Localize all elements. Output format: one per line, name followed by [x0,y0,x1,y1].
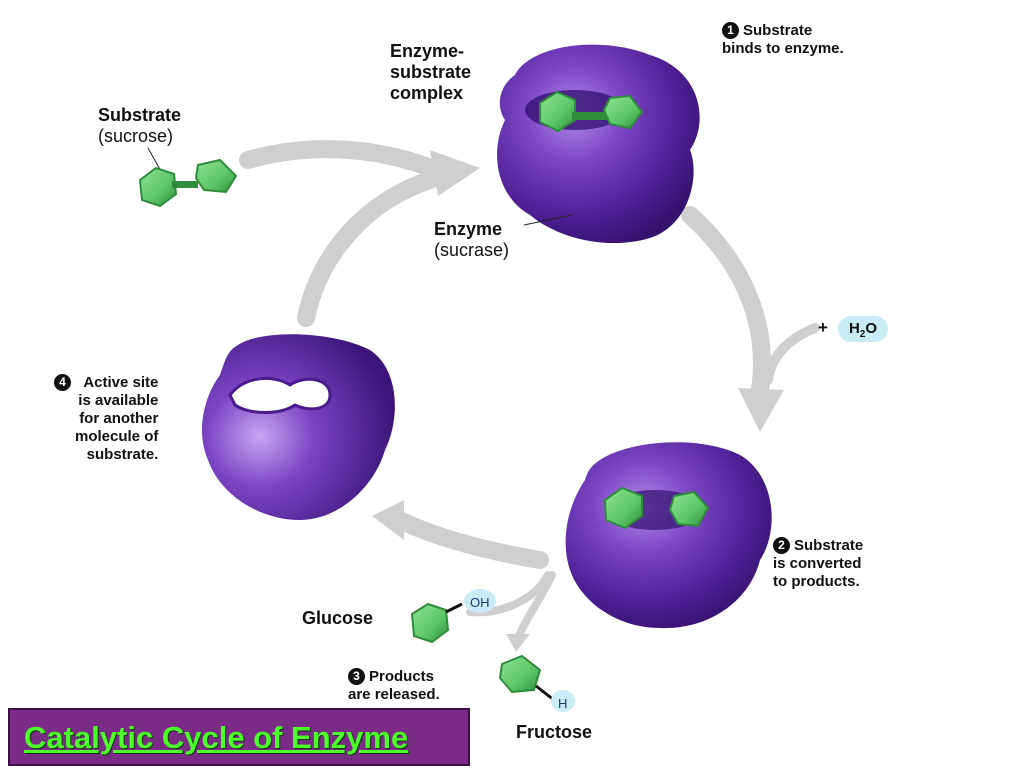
arrow-substrate-in-head [430,150,480,196]
step-2-line2: is converted [773,555,862,572]
enzyme-with-products [565,442,772,629]
substrate-label: Substrate [98,105,182,125]
h-bubble [551,690,575,712]
step-1-number: 1 [722,22,739,39]
enzyme-name-label: (sucrase) [434,240,510,260]
free-substrate-sucrose [138,147,238,208]
arrow-products-to-free [391,511,549,569]
arrow-products-to-free-head [372,500,404,540]
step-4-line4: molecule of [75,428,159,445]
cycle-arrows [239,140,820,652]
enzyme-substrate-complex [497,44,700,244]
step-4-line1: Active site [83,374,159,391]
title-banner: Catalytic Cycle of Enzyme [8,708,470,766]
complex-label-line1: Enzyme- [390,41,465,61]
arrow-free-to-complex [297,171,439,327]
enzyme-label: Enzyme [434,219,503,239]
bound-fructose-pentagon [602,94,644,130]
glucose-product [410,589,496,644]
water-h: H [848,320,860,337]
water-molecule: H2O [838,316,888,342]
enzyme-pointer-line [523,214,573,226]
glucose-label: Glucose [302,608,374,628]
oh-bubble [464,589,496,613]
page-title: Catalytic Cycle of Enzyme [24,720,409,755]
step-2-number: 2 [773,537,790,554]
step-4-line2: is available [78,392,159,409]
oh-label: OH [470,595,490,610]
step-3-line1: Products [369,668,435,685]
arrow-release-fructose [514,571,556,642]
step-3-line2: are released. [348,686,440,703]
arrow-complex-to-products [681,206,771,399]
arrow-complex-to-products-head [738,388,784,432]
step-4-number: 4 [54,374,71,391]
arrow-water-in [763,323,820,385]
water-subscript: 2 [859,329,866,340]
step-2-line1: Substrate [794,537,864,554]
arrow-substrate-in [239,140,449,181]
fructose-label: Fructose [516,722,593,742]
step-1-line1: Substrate [743,22,813,39]
free-enzyme [201,334,395,520]
step-3-number: 3 [348,668,365,685]
arrow-release-fructose-head [506,634,530,652]
step-4-line5: substrate. [86,446,159,463]
complex-label-line3: complex [390,83,464,103]
complex-label-line2: substrate [390,62,472,82]
water-o: O [865,320,878,337]
bound-glycosidic-bond [572,112,612,120]
step-2-line3: to products. [773,573,860,590]
water-plus: + [818,318,828,337]
substrate-name-label: (sucrose) [98,126,174,146]
step-1-line2: binds to enzyme. [722,40,844,57]
fructose-product [498,654,575,712]
step-4-line3: for another [79,410,159,427]
h-label: H [558,696,568,711]
